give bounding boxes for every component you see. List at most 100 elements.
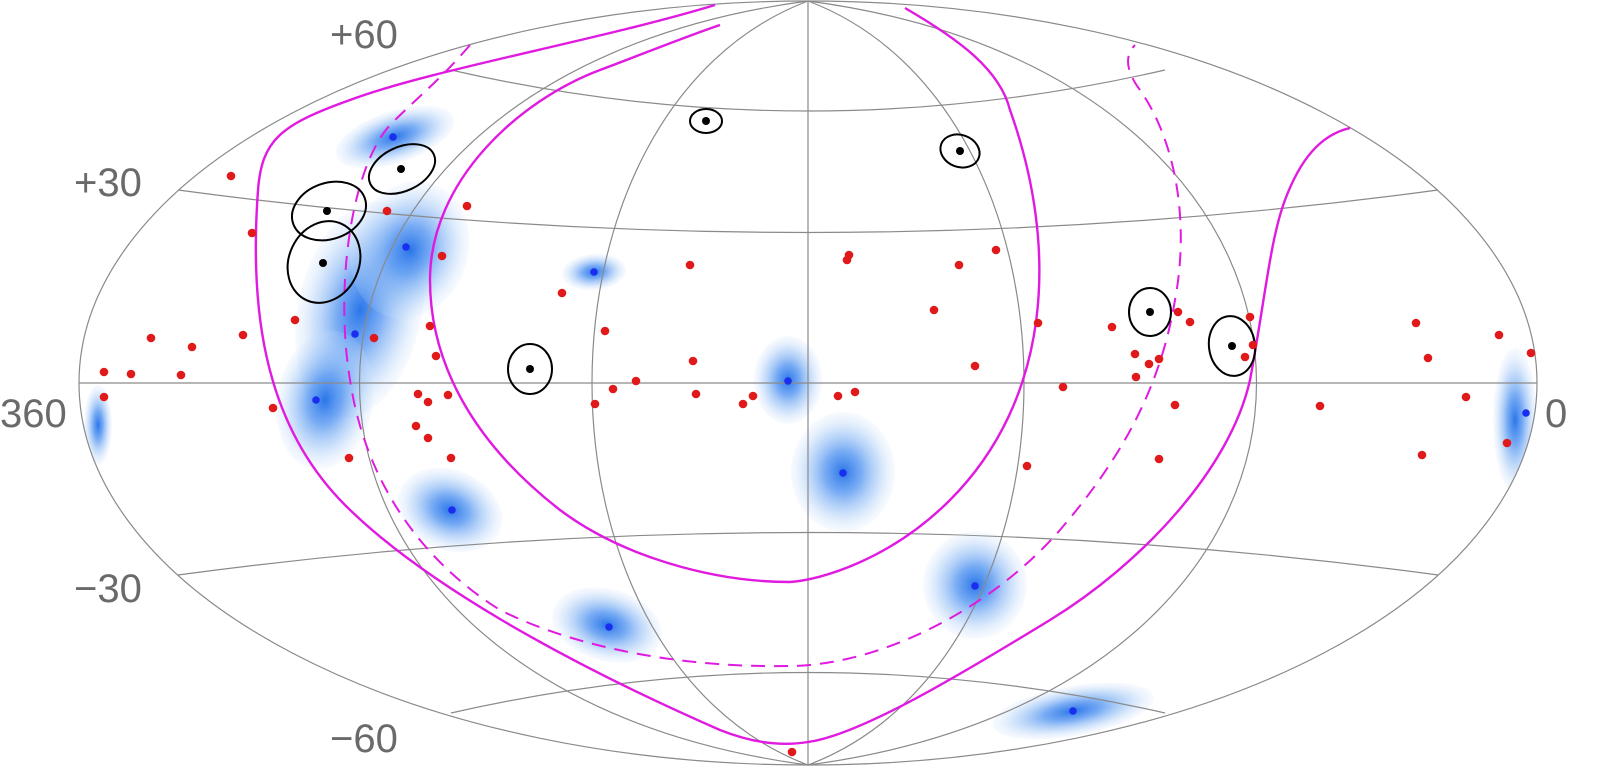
blue-center-point [1522,409,1530,417]
black-point [397,165,405,173]
red-point [1033,318,1043,328]
red-point [382,206,392,216]
parallel-minus-30 [177,531,1439,576]
red-point [600,326,610,336]
meridian-right-inner [807,0,1025,766]
red-point [1170,400,1180,410]
red-point [247,228,257,238]
error-ellipse [1128,287,1172,337]
red-point [738,399,748,409]
red-point [929,305,939,315]
red-point [1058,382,1068,392]
red-point [688,356,698,366]
black-point [526,365,534,373]
red-point [1526,348,1536,358]
error-ellipse [689,108,723,134]
red-point [462,201,472,211]
lat-label-minus-60: −60 [330,717,398,761]
probability-region [84,385,112,465]
red-point [685,260,695,270]
red-point [842,255,852,265]
red-point [1502,438,1512,448]
red-point [423,397,433,407]
red-point [970,361,980,371]
probability-regions [84,105,1537,740]
red-point [1144,359,1154,369]
blue-center-point [590,268,598,276]
blue-center-point [402,243,410,251]
red-point [991,245,1001,255]
red-point [557,288,567,298]
black-point [323,207,331,215]
red-point [344,453,354,463]
blue-center-point [389,133,397,141]
red-point [443,390,453,400]
red-point [187,342,197,352]
red-point [99,392,109,402]
red-point [1130,349,1140,359]
red-point [1494,330,1504,340]
lat-label-plus-30: +30 [74,161,142,205]
red-point [268,403,278,413]
red-point [446,453,456,463]
meridian-left-inner [591,0,809,766]
red-point [1131,372,1141,382]
red-point [126,369,136,379]
error-ellipse [367,143,437,195]
red-point [748,391,758,401]
blue-center-point [448,506,456,514]
red-point [411,421,421,431]
lat-label-plus-60: +60 [330,13,398,57]
red-point [1185,317,1195,327]
error-ellipse [291,180,367,242]
lon-label-right: 0 [1545,392,1567,436]
blue-center-point [605,623,613,631]
black-points [319,117,1236,373]
probability-region [276,330,374,470]
magenta-contours [254,3,1351,745]
magenta-curve-inner [428,6,1041,584]
red-point [226,171,236,181]
red-point [590,399,600,409]
red-points [99,171,1536,757]
probability-region [1493,348,1537,492]
red-point [787,747,797,757]
blue-center-point [971,582,979,590]
red-point [954,260,964,270]
red-point [1417,450,1427,460]
blue-center-point [839,469,847,477]
error-ellipse [286,220,362,304]
red-point [425,321,435,331]
black-point [319,259,327,267]
black-point [1228,342,1236,350]
magenta-dashed-contour [343,44,1182,668]
red-point [1240,352,1250,362]
parallel-plus-60 [450,69,1166,112]
blue-region-centers [312,133,1530,715]
black-point [1146,308,1154,316]
blue-center-point [1069,707,1077,715]
blue-center-point [351,330,359,338]
red-point [290,315,300,325]
red-point [1022,461,1032,471]
red-point [176,370,186,380]
blue-center-point [312,396,320,404]
parallel-minus-60 [450,671,1166,714]
red-point [1423,353,1433,363]
error-ellipse [939,133,981,169]
black-point [702,117,710,125]
red-point [369,333,379,343]
red-point [1411,318,1421,328]
red-point [833,391,843,401]
red-point [1245,312,1255,322]
red-point [238,330,248,340]
red-point [691,389,701,399]
coordinate-grid [78,0,1538,766]
red-point [631,376,641,386]
red-point [1248,340,1258,350]
magenta-curve-outer-left [254,3,1351,745]
meridian-left-outer [359,0,809,766]
magenta-dashed-curve [343,44,1182,668]
